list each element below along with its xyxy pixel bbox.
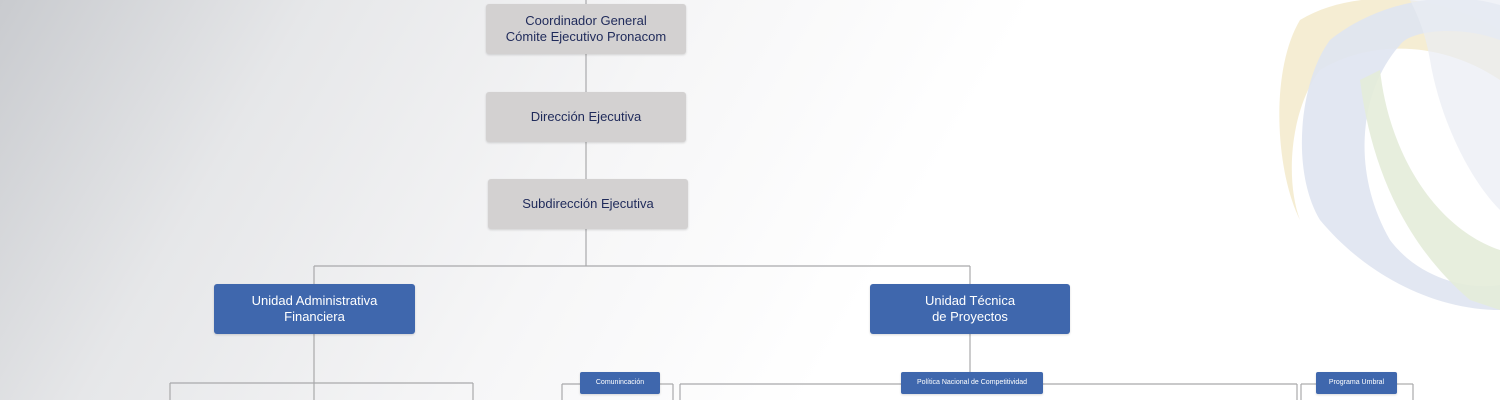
node-unidad-tecnica-proyectos-label: Unidad Técnica de Proyectos bbox=[924, 293, 1016, 324]
node-programa-umbral-label: Programa Umbral bbox=[1328, 378, 1385, 386]
node-subdireccion-ejecutiva-label: Subdirección Ejecutiva bbox=[522, 196, 654, 212]
node-politica-nacional-label: Política Nacional de Competitividad bbox=[916, 378, 1028, 386]
node-unidad-administrativa-financiera: Unidad Administrativa Financiera bbox=[214, 284, 415, 334]
node-subdireccion-ejecutiva: Subdirección Ejecutiva bbox=[488, 179, 688, 229]
node-direccion-ejecutiva-label: Dirección Ejecutiva bbox=[530, 109, 642, 125]
node-comunicacion-label: Comunincación bbox=[595, 378, 645, 386]
node-unidad-administrativa-financiera-label: Unidad Administrativa Financiera bbox=[251, 293, 378, 324]
node-programa-umbral: Programa Umbral bbox=[1316, 372, 1397, 394]
node-comunicacion: Comunincación bbox=[580, 372, 660, 394]
node-coordinador-general: Coordinador General Cómite Ejecutivo Pro… bbox=[486, 4, 686, 54]
node-politica-nacional: Política Nacional de Competitividad bbox=[901, 372, 1043, 394]
node-coordinador-general-label: Coordinador General Cómite Ejecutivo Pro… bbox=[505, 13, 667, 44]
node-direccion-ejecutiva: Dirección Ejecutiva bbox=[486, 92, 686, 142]
node-unidad-tecnica-proyectos: Unidad Técnica de Proyectos bbox=[870, 284, 1070, 334]
